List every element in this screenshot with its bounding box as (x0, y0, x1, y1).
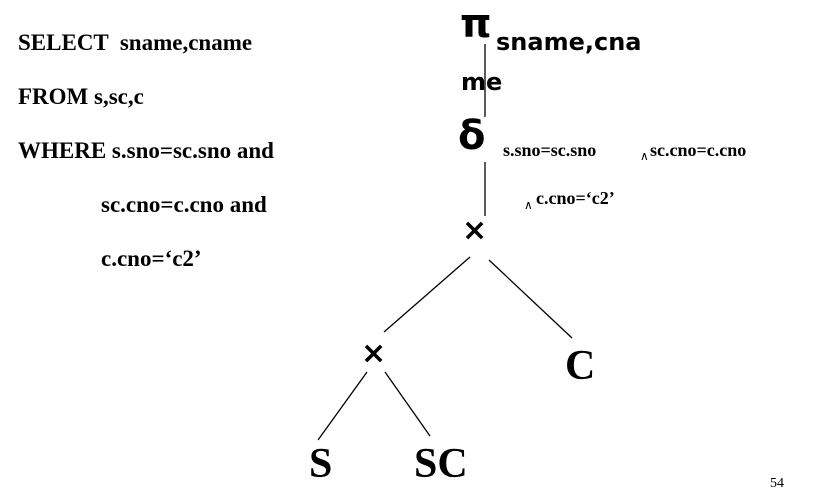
edge-lower-join-to-sc (384, 371, 431, 437)
page-number: 54 (770, 476, 784, 491)
selection-condition-1: s.sno=sc.sno (503, 140, 597, 160)
relation-sc: SC (414, 441, 468, 487)
edge-lower-join-to-s (317, 371, 368, 441)
cartesian-product-upper: × (462, 213, 488, 248)
cartesian-product-lower: × (361, 336, 387, 371)
edge-join-to-lower-join (383, 256, 471, 333)
edge-join-to-c (488, 259, 573, 339)
projection-attributes-wrap: me (461, 68, 503, 96)
sql-where-condition-3: c.cno=‘c2’ (101, 246, 202, 271)
and-operator: ∧ (524, 198, 533, 212)
and-operator: ∧ (640, 149, 649, 163)
sql-from-line: FROM s,sc,c (18, 84, 144, 109)
selection-condition-2: sc.cno=c.cno (650, 140, 747, 160)
sql-where-condition-2: sc.cno=c.cno and (101, 192, 267, 217)
relation-c: C (565, 343, 596, 389)
sql-where-line: WHERE s.sno=sc.sno and (18, 138, 274, 163)
selection-symbol: δ (458, 113, 486, 159)
sql-select-line: SELECT sname,cname (18, 30, 253, 55)
relation-s: S (309, 441, 333, 487)
selection-condition-3: c.cno=‘c2’ (536, 188, 615, 208)
projection-attributes: sname,cna (496, 28, 642, 56)
projection-symbol: π (460, 1, 492, 47)
